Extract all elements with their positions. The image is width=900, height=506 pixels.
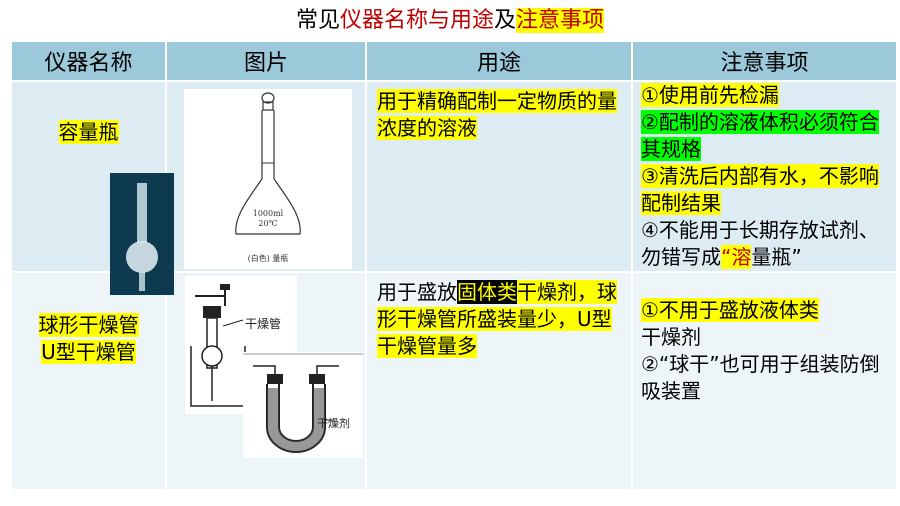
page-title: 常见仪器名称与用途及注意事项 — [0, 6, 900, 36]
instrument-name-cell: 球形干燥管 U型干燥管 — [12, 272, 167, 491]
note-1: ①不用于盛放液体类 — [641, 298, 819, 322]
title-part-2: 仪器名称与用途 — [339, 8, 494, 33]
header-image: 图片 — [166, 42, 367, 82]
svg-text:20℃: 20℃ — [258, 219, 277, 228]
usage-text: 用于精确配制一定物质的量浓度的溶液 — [377, 89, 617, 140]
instrument-name-1: 球形干燥管 — [38, 313, 139, 337]
header-row: 仪器名称 图片 用途 注意事项 — [12, 42, 898, 82]
instrument-name-2: U型干燥管 — [41, 340, 136, 364]
note-3: ③清洗后内部有水，不影响配制结果 — [641, 164, 879, 215]
u-drying-tube-image: 干燥剂 — [243, 352, 363, 458]
note-1: ①使用前先检漏 — [641, 83, 779, 107]
table-row: 球形干燥管 U型干燥管 用于盛放固体类干燥剂，球形干燥管所盛装量少，U型干燥管量… — [12, 272, 898, 491]
note-2: ②配制的溶液体积必须符合其规格 — [641, 110, 879, 161]
header-usage: 用途 — [366, 42, 633, 82]
header-name: 仪器名称 — [12, 42, 167, 82]
header-notes: 注意事项 — [632, 42, 898, 82]
title-part-3: 及 — [494, 8, 517, 33]
svg-text:干燥剂: 干燥剂 — [317, 416, 350, 430]
spherical-drying-tube-image: 干燥管 — [185, 276, 297, 414]
svg-text:(白色) 量瓶: (白色) 量瓶 — [248, 253, 289, 263]
notes-cell: ①使用前先检漏 ②配制的溶液体积必须符合其规格 ③清洗后内部有水，不影响配制结果… — [632, 81, 898, 273]
flask-photo — [110, 173, 174, 295]
usage-cell: 用于精确配制一定物质的量浓度的溶液 — [366, 81, 633, 273]
title-part-4: 注意事项 — [516, 8, 605, 33]
note-2: ②“球干”也可用于组装防倒吸装置 — [641, 352, 880, 403]
notes-cell: ①不用于盛放液体类 干燥剂 ②“球干”也可用于组装防倒吸装置 — [632, 272, 898, 491]
volumetric-flask-image: 1000ml 20℃ (白色) 量瓶 — [184, 89, 352, 269]
usage-highlight: 固体类 — [457, 280, 517, 304]
instrument-name: 容量瓶 — [58, 120, 119, 144]
usage-cell: 用于盛放固体类干燥剂，球形干燥管所盛装量少，U型干燥管量多 — [366, 272, 633, 491]
note-4: ④不能用于长期存放试剂、勿错写成“溶量瓶” — [641, 218, 879, 269]
note-1b: 干燥剂 — [641, 325, 701, 349]
svg-text:干燥管: 干燥管 — [245, 316, 281, 331]
svg-text:1000ml: 1000ml — [253, 209, 284, 218]
title-part-1: 常见 — [295, 8, 340, 33]
